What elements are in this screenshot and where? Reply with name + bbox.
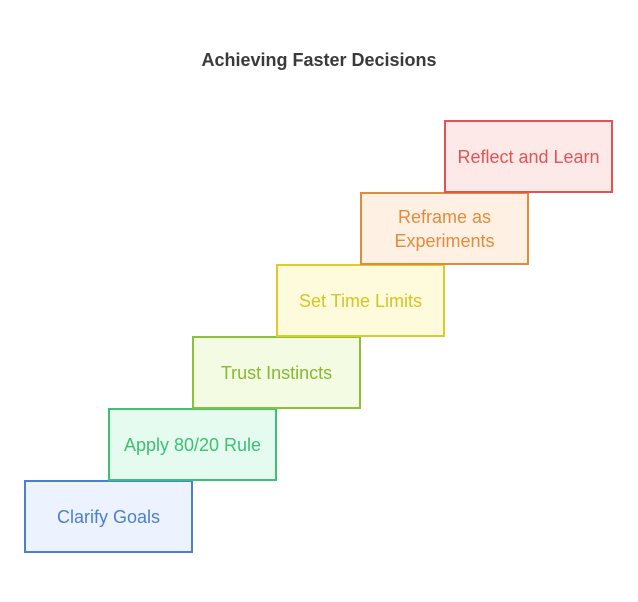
step-label: Apply 80/20 Rule (123, 434, 262, 455)
step-reflect-and-learn: Reflect and Learn (444, 120, 613, 193)
step-label: Reflect and Learn (457, 146, 600, 167)
step-clarify-goals: Clarify Goals (24, 480, 193, 553)
step-apply-80-20-rule: Apply 80/20 Rule (108, 408, 277, 481)
step-label: Clarify Goals (56, 506, 161, 527)
step-label: Set Time Limits (298, 290, 423, 311)
step-reframe-as-experiments: Reframe as Experiments (360, 192, 529, 265)
step-label: Trust Instincts (220, 362, 333, 383)
step-trust-instincts: Trust Instincts (192, 336, 361, 409)
diagram-title: Achieving Faster Decisions (201, 50, 437, 70)
step-label: Reframe as Experiments (394, 206, 495, 251)
step-set-time-limits: Set Time Limits (276, 264, 445, 337)
